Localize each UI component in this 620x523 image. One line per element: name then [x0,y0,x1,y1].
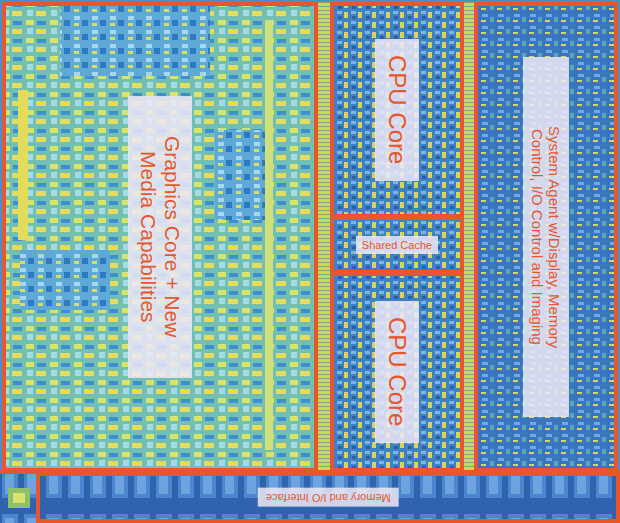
graphics-block [20,250,110,310]
label-panel: Memory and I/O Interface [258,488,399,507]
memory-band: Memory and I/O Interface [36,472,620,523]
graphics-block [215,130,265,220]
cpu-area [332,2,462,472]
cache-region: Shared Cache [330,216,464,274]
label-panel: CPU Core [375,39,419,180]
graphics-block [60,6,210,76]
label-panel: System Agent w/Display, Memory Control, … [523,57,570,417]
region-label: Graphics Core + New Media Capabilities [136,106,184,368]
label-panel: Shared Cache [356,236,438,255]
corner-pad [13,493,25,503]
label-panel: CPU Core [375,301,419,442]
region-label: Shared Cache [362,239,432,252]
region-label: System Agent w/Display, Memory Control, … [529,67,564,407]
graphics-region: Graphics Core + New Media Capabilities [2,2,318,472]
corner-pad [8,488,30,508]
label-panel: Graphics Core + New Media Capabilities [128,96,192,378]
region-label: CPU Core [383,317,411,426]
region-label: CPU Core [383,55,411,164]
graphics-strip [265,20,273,450]
cpu-core-region: CPU Core [330,272,464,472]
cpu-core-region: CPU Core [330,2,464,218]
graphics-area [2,2,318,472]
region-label: Memory and I/O Interface [266,491,391,504]
system-agent-region: System Agent w/Display, Memory Control, … [474,2,618,472]
system-agent-area [476,2,618,472]
graphics-strip [18,90,28,240]
memory-area [0,472,620,523]
